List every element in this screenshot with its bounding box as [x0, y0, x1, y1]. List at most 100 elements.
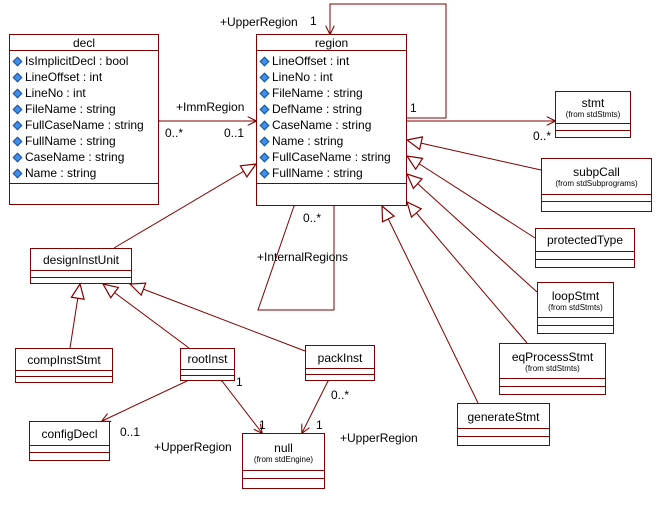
class-region-operations: [257, 183, 406, 184]
root-inst-multiplicity: 1: [236, 375, 243, 389]
attribute-row: LineOffset : int: [259, 53, 404, 69]
attribute-icon: [12, 104, 23, 115]
class-generatestmt-attributes: [458, 428, 549, 436]
region-upper-region-loop: [330, 3, 447, 119]
class-rootinst[interactable]: rootInst: [180, 348, 235, 381]
class-designinstunit[interactable]: designInstUnit: [30, 248, 132, 284]
attribute-icon: [259, 168, 270, 179]
attribute-icon: [12, 88, 23, 99]
pack-inst-multiplicity: 0..*: [331, 388, 350, 402]
class-null[interactable]: null (from stdEngine): [242, 433, 325, 489]
eqprocessstmt-generalization: [407, 202, 528, 344]
upper-region-top-multiplicity: 1: [310, 14, 317, 28]
class-region[interactable]: region LineOffset : int LineNo : int Fil…: [256, 34, 407, 206]
class-configdecl-name: configDecl: [41, 427, 98, 441]
class-region-name: region: [314, 36, 349, 50]
class-generatestmt-name: generateStmt: [467, 410, 540, 424]
upper-region-right-label: +UpperRegion: [340, 431, 418, 445]
class-configdecl[interactable]: configDecl: [29, 421, 110, 461]
class-packinst-name: packInst: [317, 351, 363, 365]
class-protectedtype[interactable]: protectedType: [535, 228, 635, 268]
class-subpcall-operations: [542, 201, 651, 202]
rootinst-generalization: [103, 284, 190, 349]
attribute-icon: [12, 72, 23, 83]
class-protectedtype-attributes: [536, 251, 634, 259]
protectedtype-generalization: [407, 156, 536, 239]
upper-region-left-label: +UpperRegion: [154, 440, 232, 454]
class-compinststmt-attributes: [16, 370, 112, 376]
class-packinst-attributes: [306, 368, 374, 374]
class-eqprocessstmt-operations: [500, 386, 605, 387]
class-decl-name: decl: [72, 36, 95, 50]
class-stmt-attributes: [556, 123, 630, 130]
attribute-row: FullName : string: [259, 165, 404, 181]
packinst-null-association: [302, 381, 328, 433]
class-packinst-operations: [306, 374, 374, 375]
class-stmt-name: stmt: [581, 96, 605, 110]
attribute-icon: [259, 136, 270, 147]
self-loop-multiplicity: 1: [410, 101, 417, 115]
class-protectedtype-operations: [536, 259, 634, 260]
attribute-row: IsImplicitDecl : bool: [12, 53, 156, 69]
class-compinststmt-name: compInstStmt: [27, 353, 101, 367]
internal-regions-label: +InternalRegions: [257, 250, 349, 264]
attribute-row: FullCaseName : string: [12, 117, 156, 133]
imm-region-region-multiplicity: 0..1: [224, 126, 245, 140]
class-generatestmt[interactable]: generateStmt: [457, 403, 550, 446]
attribute-icon: [12, 136, 23, 147]
compinststmt-generalization: [69, 284, 80, 349]
internal-regions-multiplicity: 0..*: [303, 211, 322, 225]
class-rootinst-name: rootInst: [187, 352, 228, 366]
attribute-icon: [12, 152, 23, 163]
class-configdecl-attributes: [30, 445, 109, 452]
subpcall-generalization: [407, 140, 542, 171]
attribute-icon: [12, 168, 23, 179]
internal-regions-loop: [257, 206, 335, 311]
class-generatestmt-operations: [458, 436, 549, 437]
class-subpcall[interactable]: subpCall (from stdSubprograms): [541, 158, 652, 212]
class-decl[interactable]: decl IsImplicitDecl : bool LineOffset : …: [9, 34, 159, 205]
class-subpcall-name: subpCall: [573, 165, 620, 179]
class-eqprocessstmt-name: eqProcessStmt: [511, 350, 594, 364]
class-designinstunit-operations: [31, 277, 131, 278]
class-stmt-source: (from stdStmts): [565, 110, 621, 119]
attribute-row: LineOffset : int: [12, 69, 156, 85]
attribute-row: Name : string: [12, 165, 156, 181]
class-stmt[interactable]: stmt (from stdStmts): [555, 91, 631, 138]
attribute-icon: [259, 104, 270, 115]
class-loopstmt[interactable]: loopStmt (from stdStmts): [537, 282, 614, 334]
class-designinstunit-attributes: [31, 270, 131, 277]
attribute-row: Name : string: [259, 133, 404, 149]
class-null-source: (from stdEngine): [253, 455, 314, 464]
class-rootinst-operations: [181, 375, 234, 376]
upper-region-top-label: +UpperRegion: [220, 15, 298, 29]
class-decl-attributes: IsImplicitDecl : bool LineOffset : int L…: [10, 50, 158, 183]
class-eqprocessstmt[interactable]: eqProcessStmt (from stdStmts): [499, 343, 606, 395]
loopstmt-generalization: [407, 174, 538, 293]
attribute-icon: [259, 88, 270, 99]
class-eqprocessstmt-attributes: [500, 378, 605, 386]
class-rootinst-attributes: [181, 369, 234, 375]
attribute-row: FullCaseName : string: [259, 149, 404, 165]
attribute-icon: [12, 56, 23, 67]
rootinst-configdecl-association: [102, 380, 188, 421]
class-subpcall-source: (from stdSubprograms): [555, 179, 638, 188]
class-compinststmt[interactable]: compInstStmt: [15, 348, 113, 383]
attribute-icon: [259, 56, 270, 67]
class-configdecl-operations: [30, 452, 109, 453]
class-packinst[interactable]: packInst: [305, 345, 375, 381]
class-loopstmt-source: (from stdStmts): [548, 303, 603, 312]
attribute-icon: [259, 152, 270, 163]
class-loopstmt-name: loopStmt: [551, 289, 600, 303]
attribute-row: CaseName : string: [12, 149, 156, 165]
config-decl-multiplicity: 0..1: [120, 425, 141, 439]
imm-region-label: +ImmRegion: [176, 100, 245, 114]
attribute-icon: [259, 120, 270, 131]
class-null-name: null: [274, 441, 293, 455]
attribute-icon: [12, 120, 23, 131]
attribute-row: CaseName : string: [259, 117, 404, 133]
class-eqprocessstmt-source: (from stdStmts): [525, 364, 580, 373]
attribute-row: FileName : string: [12, 101, 156, 117]
